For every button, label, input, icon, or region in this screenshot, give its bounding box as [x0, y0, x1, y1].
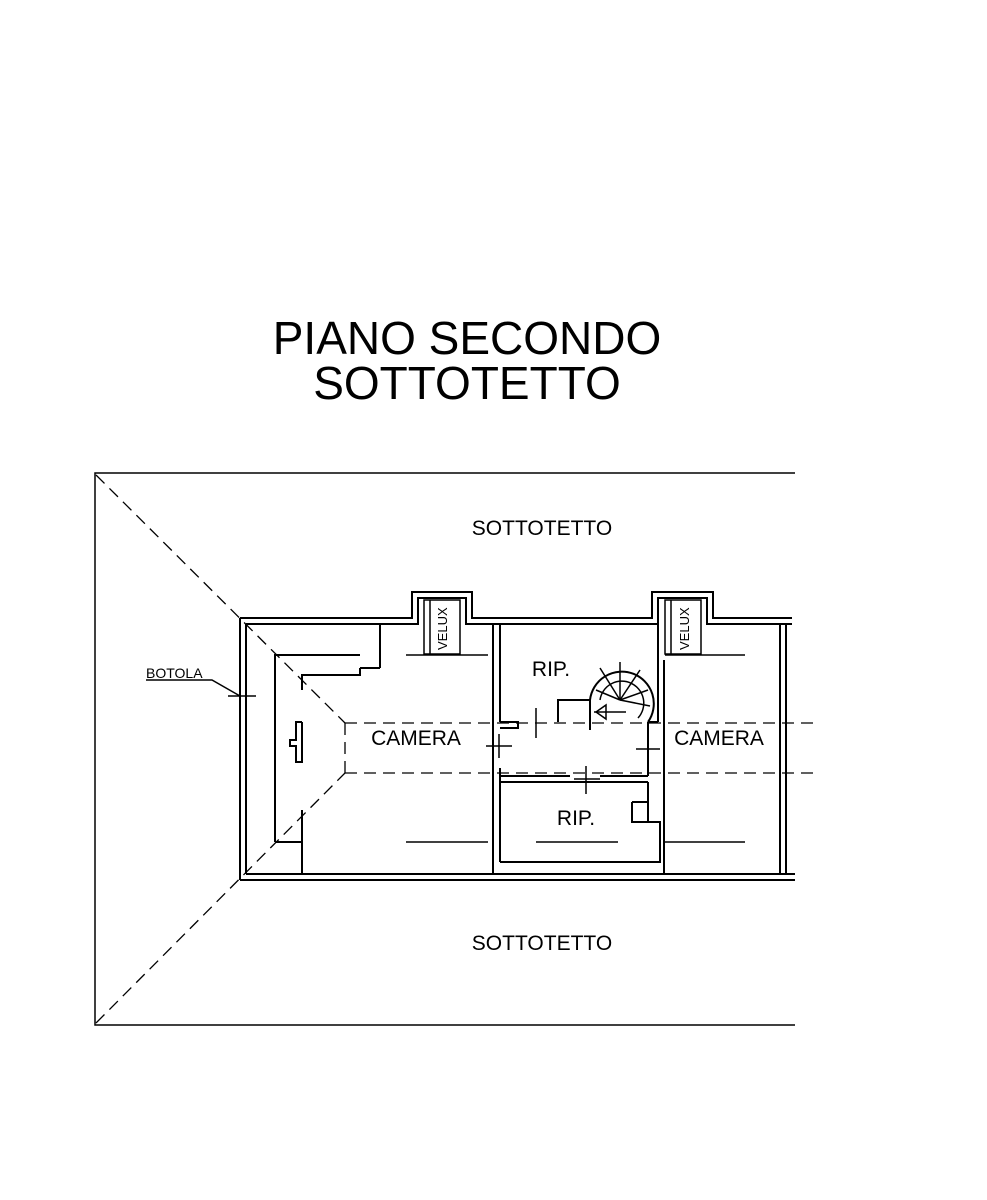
- velux-right: VELUX: [664, 599, 702, 655]
- spiral-staircase: [589, 662, 655, 723]
- plan-title-line2: SOTTOTETTO: [313, 357, 621, 409]
- roof-outline: [94, 472, 795, 1026]
- attic-bottom-label: SOTTOTETTO: [472, 932, 612, 955]
- velux-right-label: VELUX: [677, 607, 692, 650]
- window-lines: [406, 654, 745, 843]
- room-right-label: CAMERA: [674, 727, 764, 750]
- attic-top-label: SOTTOTETTO: [472, 517, 612, 540]
- storage-top-label: RIP.: [532, 658, 570, 681]
- plan-title-line1: PIANO SECONDO: [273, 312, 662, 364]
- storage-bottom-label: RIP.: [557, 807, 595, 830]
- hatch-label: BOTOLA: [146, 665, 203, 681]
- chimney-niche: [289, 721, 303, 763]
- velux-left: VELUX: [423, 599, 461, 655]
- interior-walls: [274, 624, 787, 874]
- hatch-leader: [146, 679, 241, 697]
- room-left-label: CAMERA: [371, 727, 461, 750]
- roof-hip-lines: [95, 474, 820, 1024]
- outer-walls: [239, 591, 795, 881]
- velux-left-label: VELUX: [435, 607, 450, 650]
